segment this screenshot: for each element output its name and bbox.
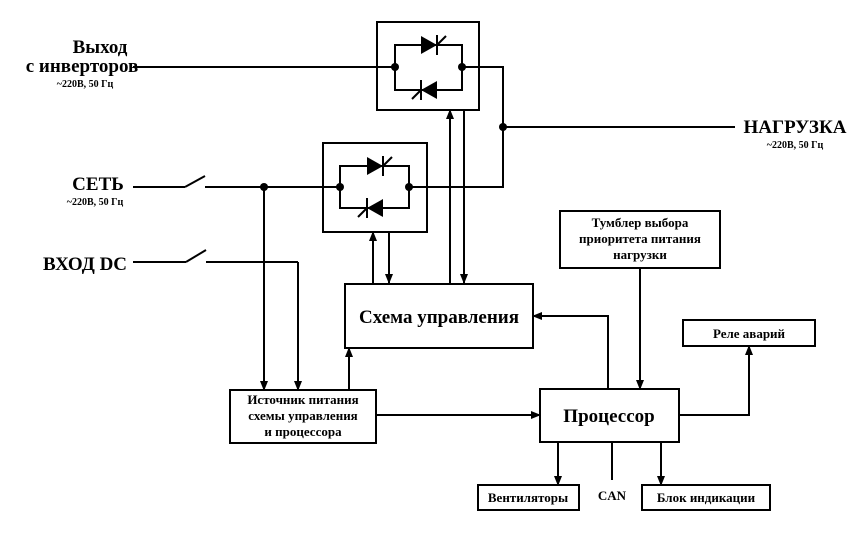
toggle-line3: нагрузки <box>613 247 667 262</box>
processor-to-control <box>532 312 609 389</box>
indication-label: Блок индикации <box>657 490 756 505</box>
lower-thyristor-switch <box>322 142 428 233</box>
power-supply-line3: и процессора <box>264 424 342 439</box>
inverter-output-label-line2: с инверторов <box>26 56 139 77</box>
inverter-output-voltage: ~220В, 50 Гц <box>57 79 114 90</box>
processor-to-relay <box>679 345 753 416</box>
power-supply-line1: Источник питания <box>247 392 358 407</box>
power-supply-line2: схемы управления <box>248 408 357 423</box>
toggle-line2: приоритета питания <box>579 231 701 246</box>
mains-label: СЕТЬ <box>72 174 124 195</box>
mains-switch <box>184 175 206 188</box>
upper-thyristor-switch <box>376 21 480 111</box>
can-label: CAN <box>598 488 627 503</box>
mains-voltage: ~220В, 50 Гц <box>67 197 124 208</box>
load-junction <box>499 123 507 131</box>
dc-input-label: ВХОД DC <box>43 254 127 275</box>
priority-toggle-block: Тумблер выбора приоритета питания нагруз… <box>559 210 721 269</box>
control-circuit-block: Схема управления <box>344 283 534 349</box>
fans-block: Вентиляторы <box>477 484 580 511</box>
control-circuit-label: Схема управления <box>359 307 519 328</box>
load-voltage: ~220В, 50 Гц <box>767 140 824 151</box>
dc-switch <box>185 249 207 263</box>
alarm-relay-block: Реле аварий <box>682 319 816 347</box>
toggle-line1: Тумблер выбора <box>592 215 689 230</box>
power-supply-block: Источник питания схемы управления и проц… <box>229 389 377 444</box>
fans-label: Вентиляторы <box>488 490 568 505</box>
alarm-relay-label: Реле аварий <box>713 326 786 341</box>
processor-label: Процессор <box>563 406 654 427</box>
indication-block: Блок индикации <box>641 484 771 511</box>
load-label: НАГРУЗКА <box>744 117 847 138</box>
processor-block: Процессор <box>539 388 680 443</box>
inverter-output-label-line1: Выход <box>73 37 128 58</box>
